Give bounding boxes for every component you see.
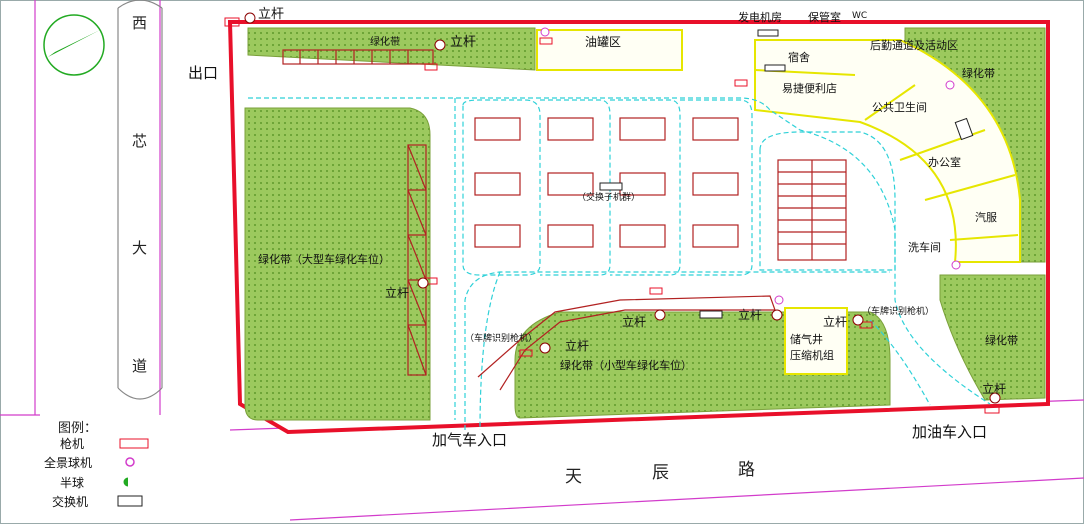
service-lanes xyxy=(248,97,991,431)
road-west-char: 大 xyxy=(132,239,148,257)
road-south-char: 辰 xyxy=(652,463,669,483)
gas-entry-label: 加气车入口 xyxy=(432,431,508,449)
road-south-char: 路 xyxy=(738,460,755,480)
car-wash-label: 洗车间 xyxy=(908,241,941,254)
legend-icons xyxy=(117,438,149,507)
gas-well-label: 储气井 xyxy=(790,333,823,346)
road-west-char: 西 xyxy=(132,14,148,32)
legend-item-label: 全景球机 xyxy=(44,456,93,470)
fuel-entry-label: 加油车入口 xyxy=(912,423,988,441)
green-label: 绿化带 xyxy=(985,334,1018,347)
green-large-label: 绿化带（大型车绿化车位） xyxy=(258,253,390,266)
generator-room-label: 发电机房 xyxy=(738,11,782,24)
legend-item-label: 枪机 xyxy=(60,437,85,451)
store-label: 易捷便利店 xyxy=(782,82,837,95)
green-small-label: 绿化带（小型车绿化车位） xyxy=(560,359,692,372)
legend-item-label: 交换机 xyxy=(52,495,89,509)
road-west-char: 芯 xyxy=(132,132,148,150)
green-label: 绿化带 xyxy=(962,67,995,80)
plate-camera-label: （车牌识别枪机） xyxy=(465,334,538,344)
office-label: 办公室 xyxy=(928,156,961,169)
legend-title: 图例： xyxy=(58,421,98,436)
wc-label: WC xyxy=(852,11,868,21)
center-switch-label: （交换子机群） xyxy=(577,193,641,203)
pole-label: 立杆 xyxy=(622,315,647,329)
switch-boxes xyxy=(599,29,974,319)
toilet-label: 公共卫生间 xyxy=(872,101,927,114)
pole-label: 立杆 xyxy=(565,339,590,353)
pole-label: 立杆 xyxy=(385,286,410,300)
buildings xyxy=(536,29,1021,375)
pole-label: 立杆 xyxy=(450,35,477,50)
pole-label: 立杆 xyxy=(823,315,848,329)
plate-camera-label: （车牌识别枪机） xyxy=(862,307,935,317)
pole-label: 立杆 xyxy=(258,7,285,22)
pole-label: 立杆 xyxy=(738,308,763,322)
exit-label: 出口 xyxy=(188,64,219,82)
green-label: 绿化带 xyxy=(370,37,400,48)
legend-item-label: 半球 xyxy=(60,476,85,490)
dorm-label: 宿舍 xyxy=(788,51,810,64)
pole-label: 立杆 xyxy=(982,382,1007,396)
camera-markers xyxy=(224,12,1001,414)
road-west-char: 道 xyxy=(132,357,148,375)
compass-icon xyxy=(43,14,105,76)
compressor-label: 压缩机组 xyxy=(790,349,834,362)
road-south-char: 天 xyxy=(565,467,582,487)
logistics-label: 后勤通道及活动区 xyxy=(870,39,958,52)
auto-service-label: 汽服 xyxy=(975,211,997,224)
tank-area-label: 油罐区 xyxy=(585,35,622,49)
storage-room-label: 保管室 xyxy=(808,11,841,24)
